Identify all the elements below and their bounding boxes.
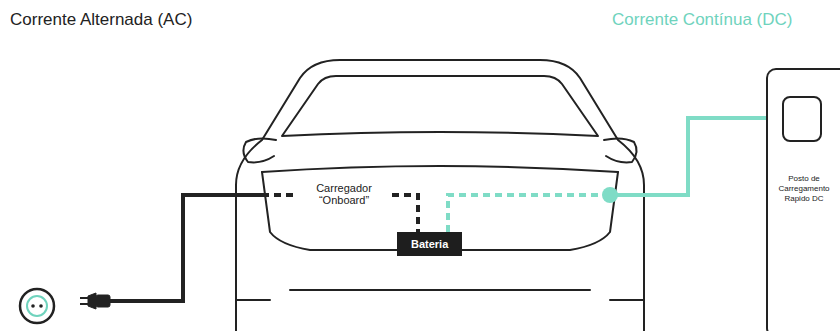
battery-box: Bateria — [397, 232, 462, 256]
component-label: Carregador “Onboard” — [296, 182, 392, 206]
station-label: Posto de Carregamento Rapido DC — [768, 174, 840, 204]
station-screen — [782, 96, 822, 142]
charging-station: Posto de Carregamento Rapido DC — [766, 68, 840, 331]
dc-cable — [448, 118, 766, 232]
section-heading: Corrente Contínua (DC) — [612, 10, 792, 30]
socket-outlet — [20, 289, 54, 323]
ac-cable — [110, 195, 262, 301]
battery-label: Bateria — [411, 238, 448, 250]
plug — [80, 293, 110, 309]
section-heading: Corrente Alternada (AC) — [10, 10, 192, 30]
